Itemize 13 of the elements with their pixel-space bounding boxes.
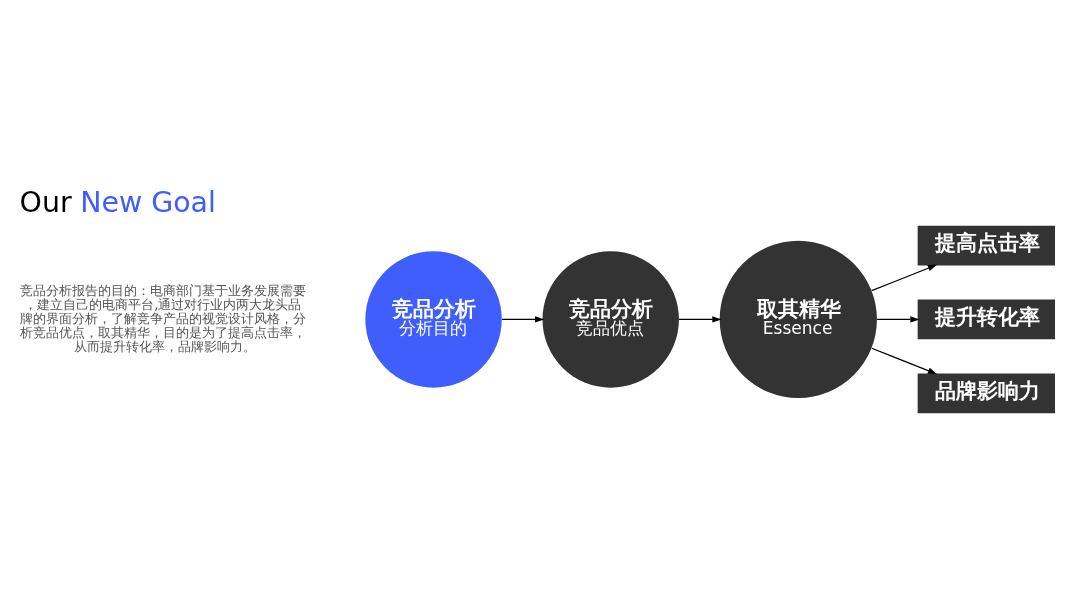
arrow — [871, 264, 937, 292]
node-box: 提高点击率 — [917, 225, 1056, 266]
node-circle: 取其精华 Essence — [719, 240, 877, 399]
node-circle: 竞品分析 分析目的 — [365, 251, 502, 388]
arrow — [501, 316, 545, 323]
node-box: 提升转化率 — [917, 299, 1056, 340]
arrow — [871, 347, 937, 375]
arrow — [678, 316, 722, 323]
diagram-title: Our New Goal — [19, 186, 216, 220]
arrow — [876, 316, 920, 323]
node-circle: 竞品分析 竞品优点 — [542, 251, 679, 388]
label: 竞品分析报告的目的：电商部门基于业务发展需要，建立自己的电商平台,通过对行业内两大龙头品牌的界面分析，了解竞争产品的视觉设计风格，分析竞品优点，取其精华，目的是为了提高点击率，从而提升转化率，品牌影响力。 — [19, 282, 306, 355]
node-box: 品牌影响力 — [917, 373, 1056, 414]
